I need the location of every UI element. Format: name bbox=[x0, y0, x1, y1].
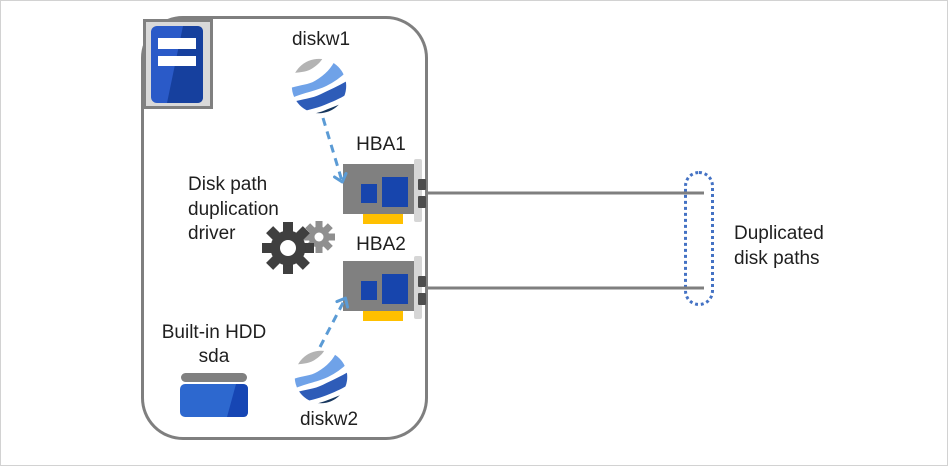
driver-label-line3: driver bbox=[188, 223, 236, 244]
diskw2-disk-icon bbox=[294, 350, 348, 404]
builtin-hdd-label: Built-in HDD bbox=[161, 322, 267, 343]
server-container bbox=[141, 16, 428, 440]
diskw2-label: diskw2 bbox=[299, 409, 359, 430]
hdd-icon bbox=[180, 373, 248, 417]
hba1-label: HBA1 bbox=[356, 134, 406, 155]
diskw1-label: diskw1 bbox=[291, 29, 351, 50]
diskw1-disk-icon bbox=[291, 58, 347, 114]
sda-label: sda bbox=[198, 346, 230, 367]
duplicated-paths-line1: Duplicated bbox=[734, 223, 824, 244]
driver-label: Disk path duplication driver bbox=[188, 173, 279, 247]
gears-icon bbox=[262, 221, 335, 274]
hba1-card-icon bbox=[343, 159, 426, 224]
duplicated-paths-label: Duplicated disk paths bbox=[734, 222, 824, 271]
hba2-card-icon bbox=[343, 256, 426, 321]
driver-label-line1: Disk path bbox=[188, 174, 268, 195]
duplicated-paths-ellipse bbox=[684, 171, 714, 306]
driver-label-line2: duplication bbox=[188, 198, 279, 220]
duplicated-paths-line2: disk paths bbox=[734, 247, 820, 269]
server-tower-icon bbox=[143, 19, 213, 109]
hba2-label: HBA2 bbox=[356, 234, 406, 255]
